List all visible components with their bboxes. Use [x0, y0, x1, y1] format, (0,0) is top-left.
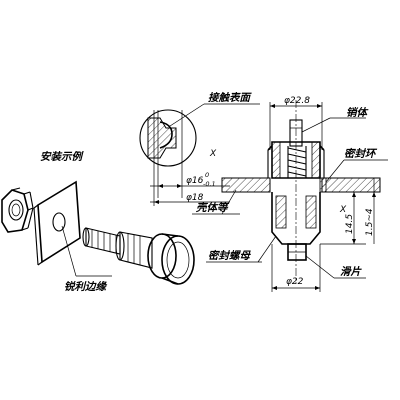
seal-nut-leader — [257, 235, 277, 263]
spring — [287, 146, 307, 178]
housing-leader — [221, 189, 237, 215]
dim-d22_8: φ22.8 — [284, 96, 310, 106]
pin-top — [289, 119, 303, 147]
hex-nut — [1, 187, 34, 233]
section-view-group: φ22.8 X 销体 — [192, 96, 388, 292]
section-x-mark: X — [339, 205, 347, 215]
sharp-edge-leader — [61, 225, 77, 277]
plunger-body — [82, 227, 195, 285]
dim-h14_5: 14.5 — [345, 214, 355, 234]
dim-d16: φ16 — [186, 176, 204, 186]
detail-circle — [139, 109, 197, 167]
detail-contour — [159, 121, 173, 149]
seal-ring-part — [319, 177, 327, 193]
mounting-plate — [33, 180, 81, 266]
dim-d18: φ18 — [186, 193, 204, 203]
install-example-label: 安装示例 — [40, 150, 84, 163]
install-example-group: 安装示例 — [1, 150, 195, 293]
seal-ring-label: 密封环 — [344, 147, 378, 160]
dim-d16-lower: -0.1 — [203, 180, 216, 188]
detail-hatch — [147, 117, 177, 159]
contact-surface-leader — [169, 103, 205, 127]
detail-view-group: X 接触表面 φ16 0 -0.1 φ18 — [139, 91, 260, 206]
housing-plate-right — [321, 177, 381, 193]
dim-h1_5_4: 1.5~4 — [365, 208, 375, 236]
housing-label: 壳体等 — [195, 201, 230, 214]
dim-d16-upper: 0 — [205, 171, 209, 179]
slider-label: 滑片 — [340, 265, 362, 278]
seal-nut-label: 密封螺母 — [208, 249, 251, 262]
pin-leader — [301, 117, 331, 133]
detail-x-mark: X — [209, 149, 217, 159]
sharp-edge-label: 锐利边缘 — [64, 280, 107, 293]
seal-ring-leader — [325, 159, 345, 183]
contact-surface-label: 接触表面 — [208, 91, 252, 104]
pin-label: 销体 — [346, 106, 368, 119]
dim-d22: φ22 — [286, 277, 304, 287]
housing-plate-left — [221, 177, 271, 193]
